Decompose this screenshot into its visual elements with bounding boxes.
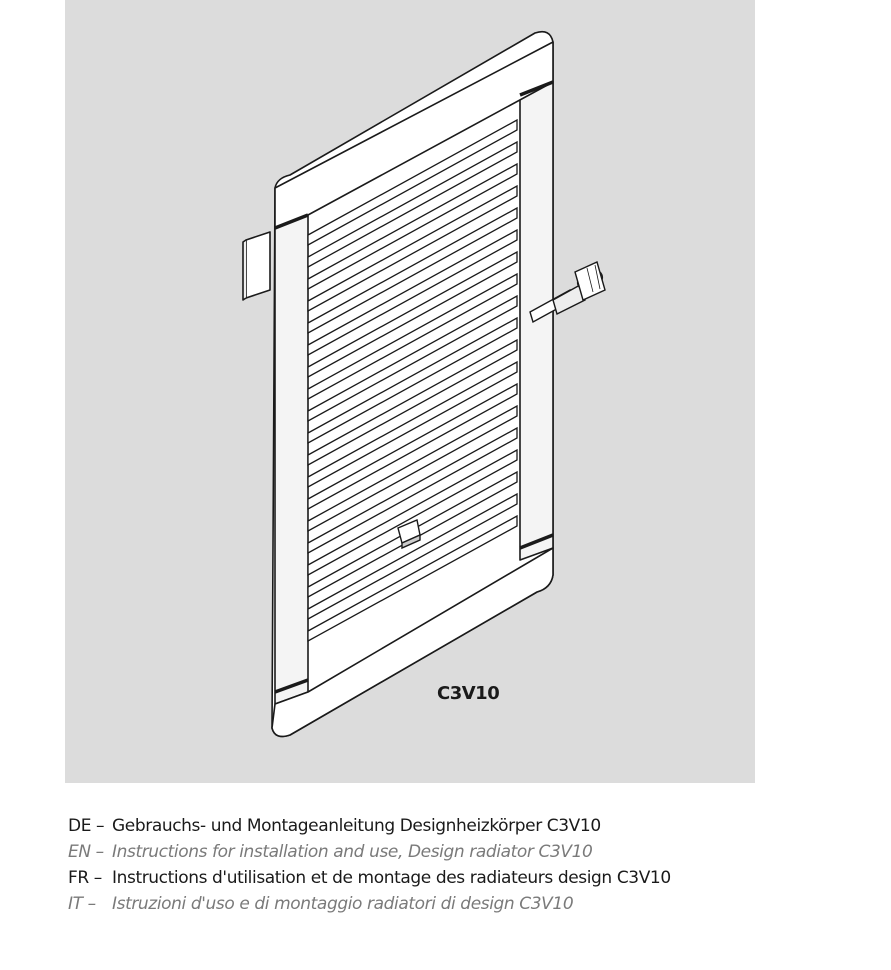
radiator-top-band — [274, 41, 554, 229]
language-code: EN – — [68, 842, 104, 862]
title-text: Istruzioni d'uso e di montaggio radiator… — [112, 894, 574, 914]
radiator-bottom-band — [271, 547, 554, 738]
heating-element — [529, 261, 606, 324]
radiator-illustration-panel: C3V10 — [65, 0, 755, 783]
title-de: DE – Gebrauchs- und Montageanleitung Des… — [68, 816, 868, 842]
title-text: Gebrauchs- und Montageanleitung Designhe… — [112, 816, 601, 836]
radiator-right-post — [519, 81, 554, 561]
document-titles: DE – Gebrauchs- und Montageanleitung Des… — [68, 816, 868, 920]
wall-bracket-left — [245, 231, 271, 299]
radiator-drawing — [242, 30, 606, 738]
title-fr: FR – Instructions d'utilisation et de mo… — [68, 868, 868, 894]
title-text: Instructions d'utilisation et de montage… — [112, 868, 671, 888]
valve-knob — [397, 519, 421, 550]
title-text: Instructions for installation and use, D… — [112, 842, 593, 862]
language-code: FR – — [68, 868, 102, 888]
language-code: DE – — [68, 816, 105, 836]
language-code: IT – — [68, 894, 96, 914]
radiator-left-post — [274, 214, 309, 705]
title-en: EN – Instructions for installation and u… — [68, 842, 868, 868]
title-it: IT – Istruzioni d'uso e di montaggio rad… — [68, 894, 868, 920]
model-label: C3V10 — [437, 683, 500, 704]
